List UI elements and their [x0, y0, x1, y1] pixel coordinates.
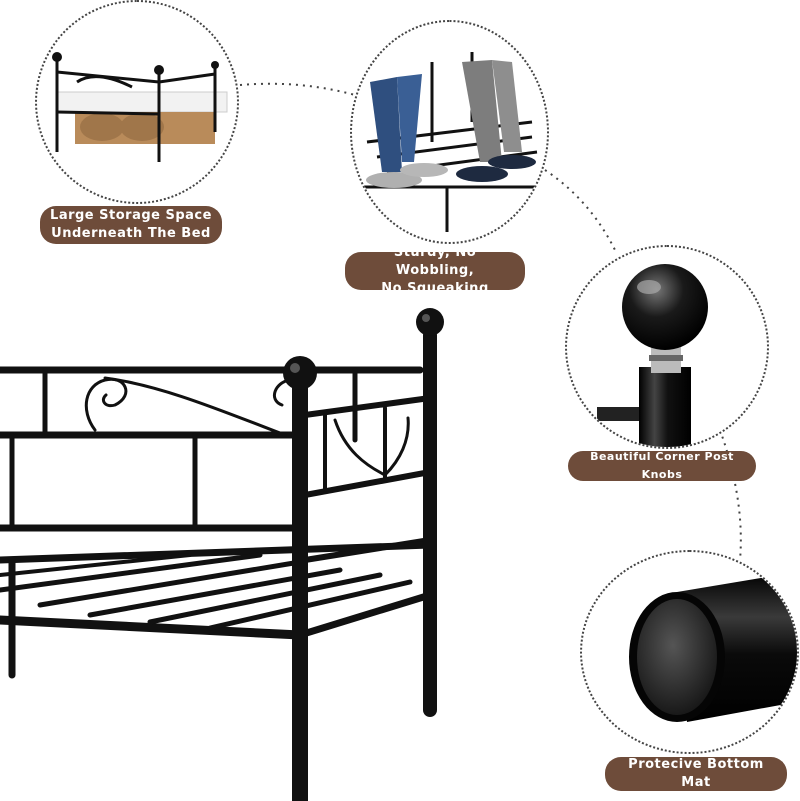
sturdy-label-line1: Sturdy, No Wobbling, [393, 245, 477, 278]
storage-label-line2: Underneath The Bed [51, 226, 211, 241]
knobs-label-text: Beautiful Corner Post Knobs [590, 450, 734, 481]
mat-label-text: Protecive Bottom Mat [628, 757, 764, 790]
sturdy-label-line2: No Squeaking [381, 281, 489, 296]
knobs-label: Beautiful Corner Post Knobs [568, 450, 756, 481]
storage-label: Large Storage Space Underneath The Bed [40, 206, 222, 244]
daybed-illustration [0, 308, 444, 801]
mat-label: Protecive Bottom Mat [605, 757, 787, 791]
storage-label-line1: Large Storage Space [50, 208, 212, 223]
knob-bubble [565, 245, 769, 449]
mat-bubble [580, 550, 799, 754]
storage-bubble [35, 0, 239, 204]
corner-knob [416, 308, 444, 336]
corner-knob [283, 356, 317, 390]
sturdy-bubble [350, 20, 549, 244]
sturdy-label: Sturdy, No Wobbling, No Squeaking [345, 245, 525, 296]
